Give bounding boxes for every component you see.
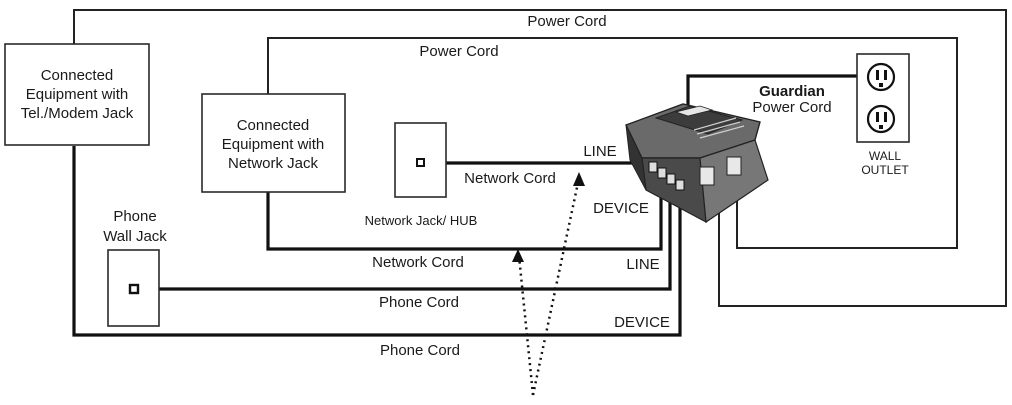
equipment-tel-modem-box	[4, 43, 150, 146]
network-cord-lower-label: Network Cord	[372, 254, 464, 271]
equipment-tel-label-line2: Equipment with	[26, 86, 129, 103]
equipment-tel-label-line1: Connected	[41, 67, 114, 84]
wall-outlet-label-line2: OUTLET	[861, 163, 909, 177]
equipment-net-label-line2: Equipment with	[222, 136, 325, 153]
outlet-receptacle-lower-icon	[866, 104, 896, 134]
network-jack-hub-label: Network Jack/ HUB	[365, 213, 478, 228]
power-cord-outer-label: Power Cord	[527, 13, 606, 30]
guardian-brand-label: Guardian	[759, 83, 825, 100]
phone-cord-lower-label: Phone Cord	[380, 342, 460, 359]
equipment-tel-label-line3: Tel./Modem Jack	[21, 105, 134, 122]
network-cord-upper-label: Network Cord	[464, 170, 556, 187]
network-cord-lower	[266, 172, 663, 251]
phone-cord-upper-label: Phone Cord	[379, 294, 459, 311]
power-cord-inner-label: Power Cord	[419, 43, 498, 60]
phone-jack-port-icon	[128, 283, 140, 295]
guardian-surge-protector-icon	[625, 103, 769, 224]
power-cord-outer	[73, 9, 1007, 307]
network-jack-port-icon	[416, 158, 425, 167]
equipment-net-label-line1: Connected	[237, 117, 310, 134]
phone-wall-jack-label-line2: Wall Jack	[103, 228, 167, 245]
phone-cord-lower	[72, 146, 682, 337]
phone-wall-jack-label-line1: Phone	[113, 208, 156, 225]
outlet-receptacle-upper-icon	[866, 62, 896, 92]
pointer-arrowhead-1	[573, 172, 585, 186]
guardian-power-cord	[686, 74, 880, 106]
phone-cord-upper	[134, 180, 672, 291]
wall-outlet-label-line1: WALL	[869, 149, 902, 163]
power-cord-inner	[267, 37, 958, 249]
equipment-net-label-line3: Network Jack	[228, 155, 319, 172]
line-upper-label: LINE	[583, 143, 616, 160]
pointer-arrow-line-2	[517, 255, 535, 396]
device-upper-label: DEVICE	[593, 200, 649, 217]
pointer-arrowhead-2	[512, 249, 524, 262]
equipment-network-box	[201, 93, 346, 193]
line-lower-label: LINE	[626, 256, 659, 273]
pointer-arrow-line-1	[531, 177, 581, 396]
guardian-power-cord-label: Power Cord	[752, 99, 831, 116]
device-lower-label: DEVICE	[614, 314, 670, 331]
